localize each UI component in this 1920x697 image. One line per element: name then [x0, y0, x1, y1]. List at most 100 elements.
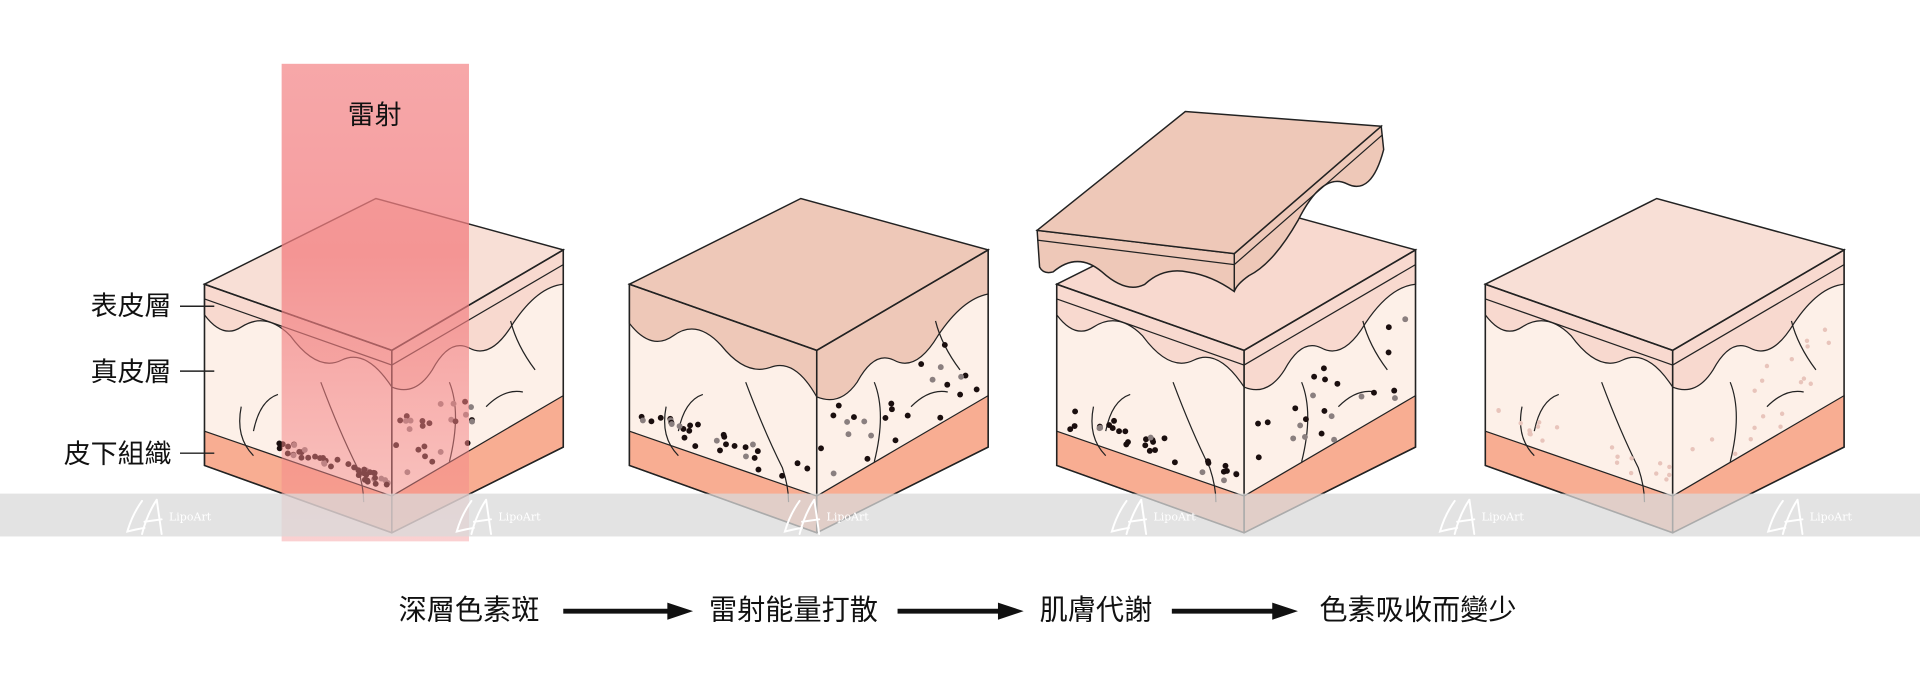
- pigment-dot: [1222, 462, 1229, 469]
- pigment-dot: [1822, 327, 1828, 332]
- collagen-fiber: [663, 406, 679, 457]
- collagen-fiber: [252, 393, 279, 432]
- pigment-dot: [1302, 416, 1309, 423]
- pigment-dot: [721, 433, 728, 440]
- slab-sides: [1036, 124, 1385, 293]
- watermark-text: LipoArt: [1153, 511, 1196, 524]
- flow-step-2: 雷射能量打散: [709, 594, 878, 627]
- collagen-fiber: [745, 381, 790, 503]
- pigment-dot: [1535, 424, 1541, 429]
- label-epidermis: 表皮層: [91, 291, 172, 322]
- slab-top: [1035, 110, 1384, 255]
- pigment-dot: [742, 444, 749, 451]
- pigment-dot: [804, 465, 811, 472]
- watermark-text: LipoArt: [498, 511, 541, 524]
- collagen-fiber: [485, 390, 523, 408]
- flow-step-3: 肌膚代謝: [1040, 594, 1153, 627]
- pigment-dot: [918, 361, 925, 367]
- arrow-icon: [897, 602, 1024, 620]
- pigment-dot: [1518, 420, 1523, 426]
- collagen-fiber: [1790, 320, 1817, 371]
- pigment-dot: [1320, 365, 1327, 372]
- pigment-dot: [731, 443, 738, 449]
- pigment-dot: [937, 364, 944, 371]
- epidermis-left: [628, 283, 818, 400]
- pigment-dot: [1654, 471, 1659, 476]
- collagen-fiber: [1533, 393, 1559, 432]
- watermark-logo: LipoArt: [1110, 498, 1196, 535]
- pigment-dot: [648, 418, 655, 425]
- pigment-dot: [962, 372, 969, 379]
- collagen-fiber: [1729, 381, 1737, 462]
- pigment-dot: [1778, 424, 1783, 429]
- pigment-dot: [1540, 438, 1545, 443]
- pigment-dot: [1321, 408, 1328, 414]
- pigment-dot: [864, 455, 871, 462]
- pigment-dot: [1328, 413, 1335, 420]
- watermark-text: LipoArt: [169, 511, 212, 524]
- pigment-dot: [1071, 423, 1078, 429]
- pigment-dot: [937, 414, 944, 421]
- pigment-dot: [1255, 454, 1262, 461]
- pigment-dot: [1808, 381, 1813, 386]
- pigment-dot: [1161, 435, 1168, 442]
- pigment-dot: [1628, 470, 1634, 476]
- collagen-fiber: [1601, 381, 1646, 503]
- flow-step-1: 深層色素斑: [399, 594, 540, 627]
- watermark-logo: LipoArt: [1766, 498, 1853, 535]
- pigment-dot: [1122, 428, 1129, 435]
- pigment-dot: [668, 421, 675, 427]
- flow-step-4: 色素吸收而變少: [1319, 594, 1516, 627]
- pigment-dot: [276, 445, 283, 452]
- pigment-dot: [1385, 349, 1392, 356]
- pigment-dot: [851, 414, 857, 421]
- pigment-dot: [944, 381, 951, 388]
- arrow-icon: [563, 602, 694, 620]
- pigment-dot: [1798, 379, 1804, 385]
- pigment-dot: [1759, 378, 1765, 383]
- pigment-dot: [1152, 447, 1158, 453]
- watermark-text: LipoArt: [1482, 511, 1525, 524]
- pigment-dot: [1310, 392, 1316, 399]
- pigment-dot: [861, 418, 868, 425]
- pigment-dot: [818, 445, 824, 452]
- collagen-fiber: [1519, 406, 1535, 457]
- pigment-dot: [794, 460, 801, 467]
- pigment-dot: [1536, 420, 1542, 425]
- collagen-fiber: [910, 390, 948, 408]
- pigment-dot: [755, 466, 762, 473]
- watermark-monogram-icon: [1438, 498, 1476, 535]
- pigment-dot: [1302, 433, 1308, 440]
- pigment-dot: [830, 412, 837, 419]
- pigment-dot: [1615, 454, 1620, 459]
- pigment-dot: [750, 441, 756, 448]
- pigment-dot: [830, 470, 837, 477]
- pigment-dot: [1297, 422, 1304, 429]
- pigment-dot: [1779, 411, 1785, 416]
- label-dermis: 真皮層: [91, 357, 172, 388]
- pigment-dot: [904, 412, 911, 419]
- skin-cube-3: [1054, 197, 1418, 534]
- peeling-epidermis-slab: [1035, 110, 1385, 293]
- pigment-dot: [639, 417, 646, 424]
- pigment-dot: [1233, 471, 1240, 478]
- epidermis-right: [1672, 248, 1845, 391]
- watermark-logo: LipoArt: [125, 498, 212, 535]
- pigment-dot: [779, 472, 786, 479]
- epidermis-left: [1484, 283, 1674, 390]
- arrow-icon: [1171, 602, 1298, 620]
- pigment-dot: [681, 434, 688, 441]
- pigment-dot: [888, 400, 895, 407]
- pigment-dot: [1318, 430, 1325, 437]
- pigment-dot: [1143, 436, 1149, 443]
- pigment-dot: [1391, 387, 1398, 394]
- pigment-dot: [1334, 380, 1341, 387]
- pigment-dot: [692, 443, 699, 450]
- epidermis-left: [1056, 283, 1245, 390]
- pigment-dot: [1392, 395, 1398, 402]
- pigment-dot: [892, 437, 899, 444]
- skin-cube-2: [627, 197, 991, 534]
- pigment-dot: [1331, 436, 1338, 443]
- collagen-fiber: [873, 381, 882, 462]
